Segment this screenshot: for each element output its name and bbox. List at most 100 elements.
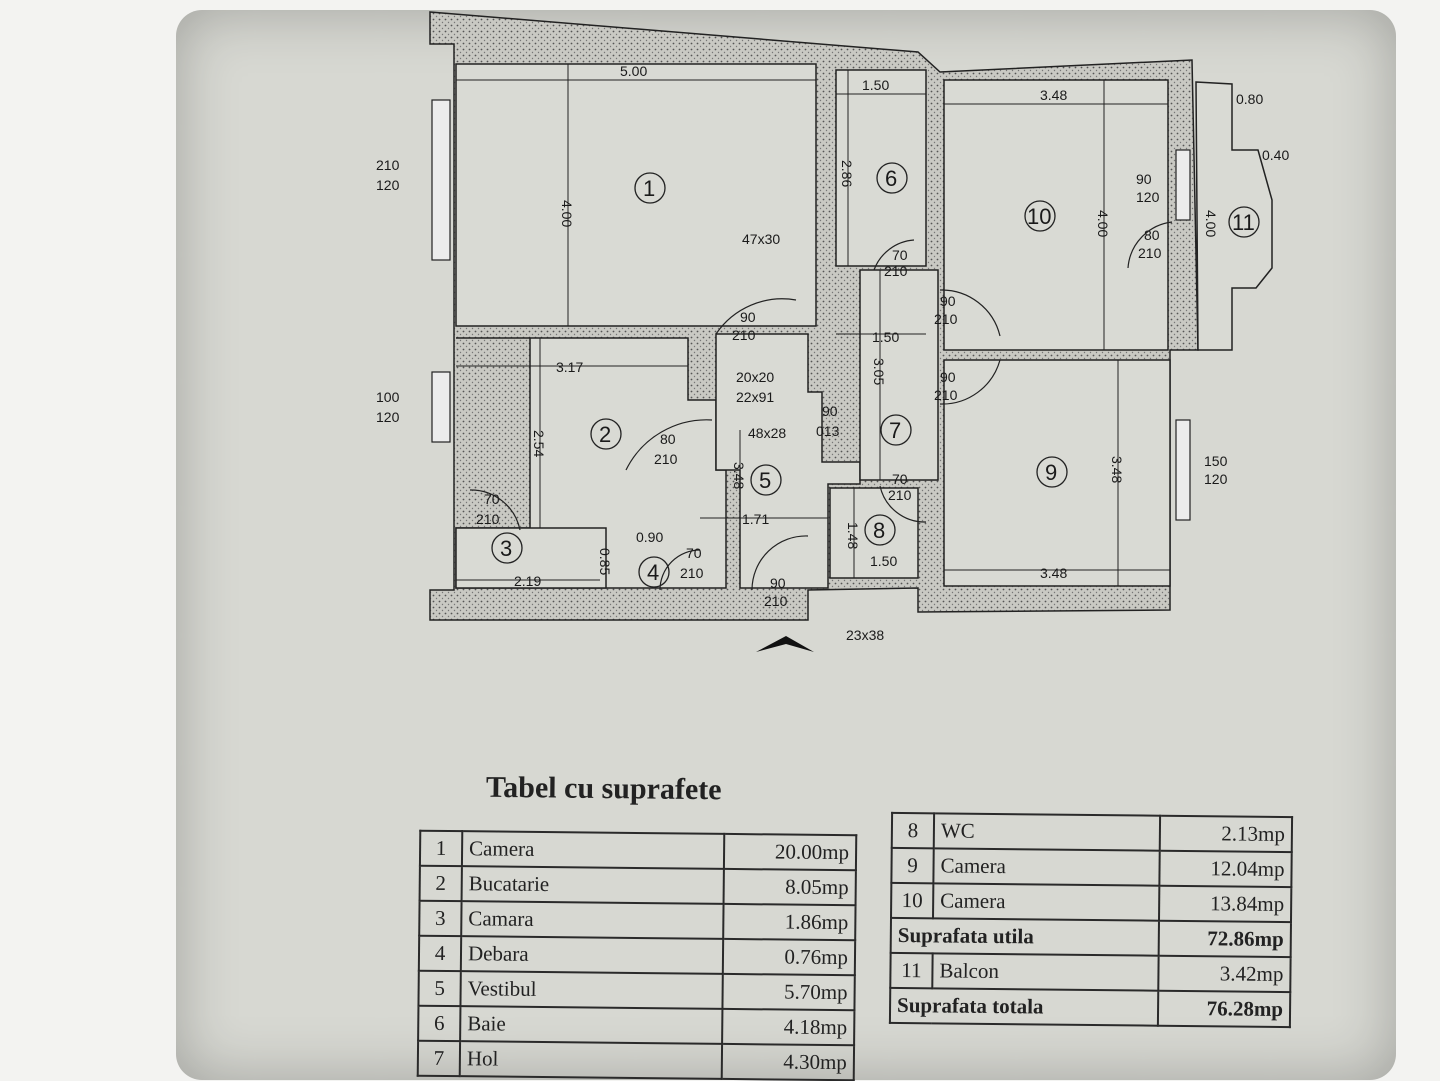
door-90-c: 90 bbox=[940, 369, 956, 385]
row-number: 3 bbox=[419, 900, 462, 937]
room-floors bbox=[455, 63, 1171, 589]
room-area: 2.13mp bbox=[1159, 815, 1293, 853]
dim-0-40: 0.40 bbox=[1262, 147, 1289, 163]
dim-3-17: 3.17 bbox=[556, 359, 583, 375]
room-area: 8.05mp bbox=[723, 868, 856, 906]
room-number-5: 5 bbox=[759, 468, 771, 493]
row-number: 8 bbox=[891, 812, 935, 849]
room-area: 13.84mp bbox=[1158, 885, 1292, 923]
dim-4-00-room10: 4.00 bbox=[1095, 210, 1111, 237]
door-swings bbox=[469, 221, 1173, 591]
door-210-g: 210 bbox=[888, 487, 912, 503]
row-number: 10 bbox=[891, 882, 934, 919]
window-150: 150 bbox=[1204, 453, 1228, 469]
room-number-7: 7 bbox=[889, 418, 901, 443]
dim-20x20: 20x20 bbox=[736, 369, 774, 385]
dim-3-48-top: 3.48 bbox=[1040, 87, 1067, 103]
window-120d: 120 bbox=[1136, 189, 1160, 205]
room-area: 1.86mp bbox=[723, 903, 856, 941]
dim-0-90: 0.90 bbox=[636, 529, 663, 545]
room-number-1: 1 bbox=[643, 176, 655, 201]
table-row: 8 WC 2.13mp bbox=[891, 812, 1293, 853]
room-area: 3.42mp bbox=[1158, 955, 1291, 993]
room-name: Baie bbox=[460, 1006, 723, 1044]
room-name: Bucatarie bbox=[461, 866, 724, 904]
room-name: Vestibul bbox=[460, 971, 723, 1009]
areas-table-title: Tabel cu suprafete bbox=[485, 770, 722, 807]
room-area: 0.76mp bbox=[722, 938, 856, 976]
room-name: Camera bbox=[933, 848, 1160, 886]
door-70-a: 70 bbox=[484, 491, 500, 507]
room-name: Balcon bbox=[932, 953, 1159, 991]
dim-4-00: 4.00 bbox=[559, 200, 575, 227]
room-name: Debara bbox=[460, 936, 724, 974]
dimension-lines bbox=[456, 64, 1170, 588]
windows bbox=[431, 99, 1191, 521]
door-210-a: 210 bbox=[476, 511, 500, 527]
door-90-a: 90 bbox=[740, 309, 756, 325]
table-row: 10 Camera 13.84mp bbox=[891, 882, 1292, 923]
total-area-value: 76.28mp bbox=[1157, 990, 1291, 1028]
room-number-8: 8 bbox=[873, 518, 885, 543]
dim-4-00-balcony: 4.00 bbox=[1203, 210, 1219, 237]
window-120: 120 bbox=[376, 177, 400, 193]
row-number: 6 bbox=[418, 1005, 461, 1042]
door-210-c: 210 bbox=[654, 451, 678, 467]
room-number-2: 2 bbox=[599, 422, 611, 447]
window-100: 100 bbox=[376, 389, 400, 405]
row-number: 5 bbox=[418, 970, 461, 1007]
room-area: 4.30mp bbox=[721, 1043, 855, 1081]
room-number-3: 3 bbox=[500, 536, 512, 561]
dim-2-86: 2.86 bbox=[839, 160, 855, 187]
total-area-label: Suprafata totala bbox=[889, 987, 1159, 1026]
dim-90: 90 bbox=[822, 403, 838, 419]
room-number-10: 10 bbox=[1027, 204, 1051, 229]
room-number-6: 6 bbox=[885, 166, 897, 191]
door-210-h: 210 bbox=[680, 565, 704, 581]
window-120c: 120 bbox=[1204, 471, 1228, 487]
useful-area-value: 72.86mp bbox=[1158, 920, 1291, 958]
dim-3-48-bottom: 3.48 bbox=[1040, 565, 1067, 581]
room-name: WC bbox=[933, 813, 1161, 851]
door-210-balcony: 210 bbox=[1138, 245, 1162, 261]
row-number: 4 bbox=[418, 935, 462, 972]
dim-1-50-wc: 1.50 bbox=[870, 553, 897, 569]
dim-3-05: 3.05 bbox=[871, 358, 887, 385]
dim-0-80: 0.80 bbox=[1236, 91, 1263, 107]
dim-47x30: 47x30 bbox=[742, 231, 780, 247]
door-90-entry: 90 bbox=[770, 575, 786, 591]
room-name: Camera bbox=[461, 831, 725, 869]
dim-2-19: 2.19 bbox=[514, 573, 541, 589]
dim-3-48-vestibul: 3.48 bbox=[731, 462, 747, 489]
table-row: 9 Camera 12.04mp bbox=[891, 847, 1292, 888]
window-120b: 120 bbox=[376, 409, 400, 425]
door-210-f: 210 bbox=[934, 387, 958, 403]
entrance-arrow-icon bbox=[756, 636, 814, 652]
room-name: Hol bbox=[459, 1041, 723, 1079]
door-70-d: 70 bbox=[686, 545, 702, 561]
door-80-balcony: 80 bbox=[1144, 227, 1160, 243]
dim-23x38: 23x38 bbox=[846, 627, 884, 643]
row-number: 1 bbox=[419, 830, 463, 867]
useful-area-row: Suprafata utila 72.86mp bbox=[890, 917, 1291, 958]
row-number: 9 bbox=[891, 847, 934, 884]
door-80-a: 80 bbox=[660, 431, 676, 447]
door-70-b: 70 bbox=[892, 247, 908, 263]
room-name: Camara bbox=[461, 901, 724, 939]
room-number-4: 4 bbox=[647, 560, 659, 585]
balcony bbox=[1195, 81, 1273, 351]
door-90-b: 90 bbox=[940, 293, 956, 309]
dim-2-54: 2.54 bbox=[531, 430, 547, 457]
room-name: Camera bbox=[933, 883, 1160, 921]
dim-3-48-room9: 3.48 bbox=[1109, 456, 1125, 483]
door-210-d: 210 bbox=[884, 263, 908, 279]
row-number: 11 bbox=[890, 952, 933, 989]
room-number-9: 9 bbox=[1045, 460, 1057, 485]
room-area: 5.70mp bbox=[722, 973, 855, 1011]
useful-area-label: Suprafata utila bbox=[890, 917, 1159, 956]
dim-0-85: 0.85 bbox=[597, 548, 613, 575]
